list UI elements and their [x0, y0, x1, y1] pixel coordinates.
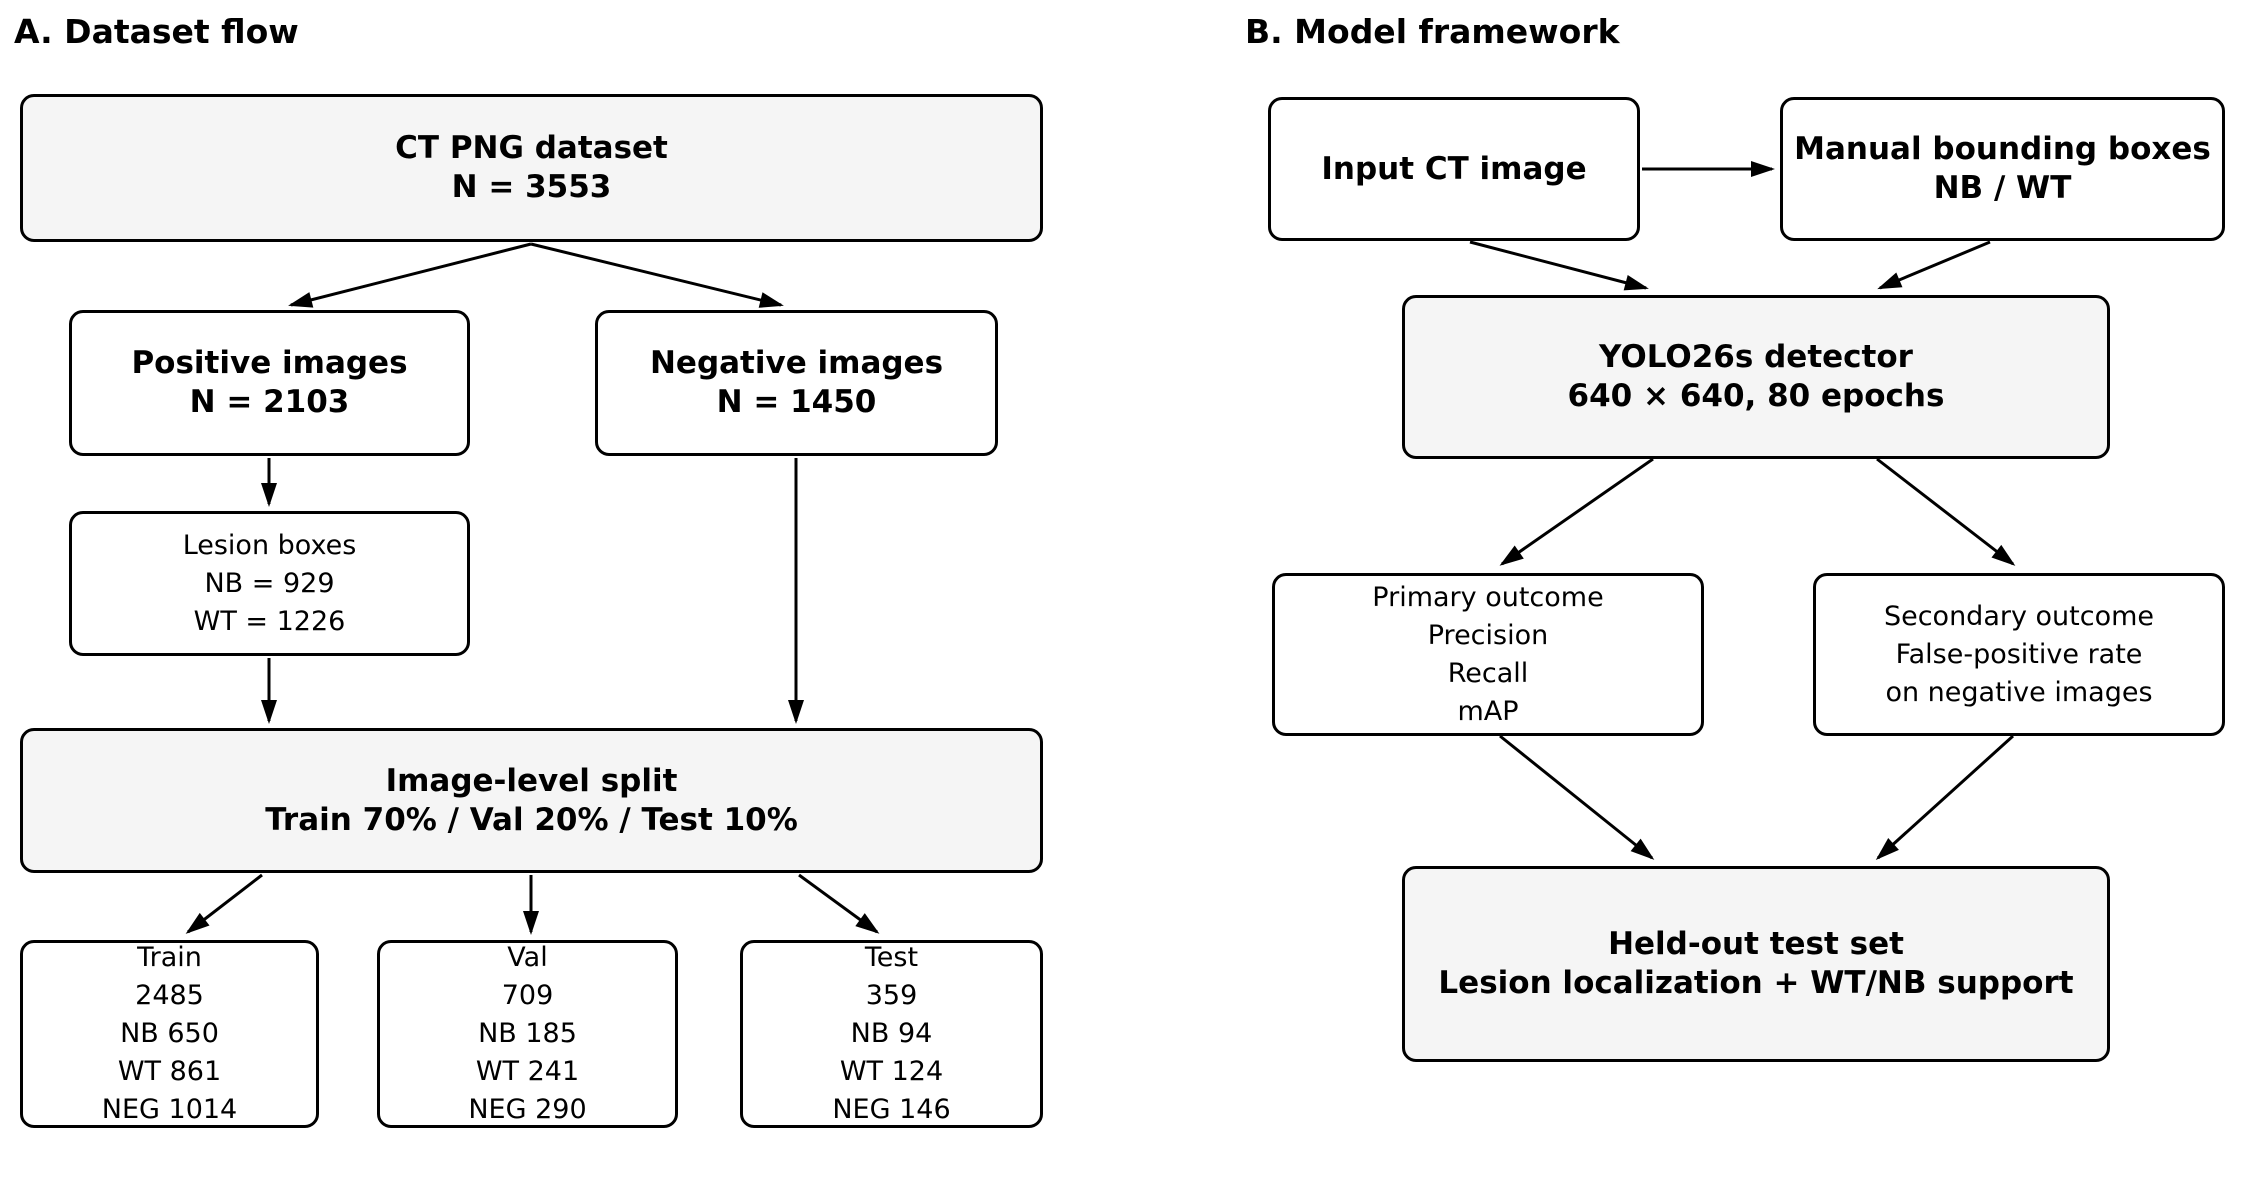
- node-line: NEG 1014: [101, 1094, 238, 1125]
- node-line: Train: [137, 942, 202, 973]
- arrow-primary-to-heldout: [1499, 734, 1655, 860]
- node-line: WT 241: [475, 1056, 580, 1087]
- arrow-manual-to-yolo: [1877, 240, 1991, 290]
- node-manual-bounding-boxes: Manual bounding boxes NB / WT: [1780, 97, 2225, 241]
- node-val-split: Val 709 NB 185 WT 241 NEG 290: [377, 940, 678, 1128]
- node-image-level-split: Image-level split Train 70% / Val 20% / …: [20, 728, 1043, 873]
- node-line: on negative images: [1885, 676, 2153, 708]
- node-line: Held-out test set: [1608, 926, 1904, 962]
- arrow-input-to-yolo: [1469, 240, 1649, 291]
- node-held-out-test-set: Held-out test set Lesion localization + …: [1402, 866, 2110, 1062]
- node-line: 359: [865, 980, 918, 1011]
- node-line: Secondary outcome: [1883, 600, 2155, 632]
- node-line: 2485: [135, 980, 204, 1011]
- arrow-split-to-train: [185, 873, 263, 934]
- arrow-yolo-to-primary: [1499, 457, 1654, 566]
- node-secondary-outcome: Secondary outcome False-positive rate on…: [1813, 573, 2225, 736]
- node-line: Positive images: [131, 345, 408, 381]
- node-line: NEG 290: [468, 1094, 587, 1125]
- node-ct-png-dataset: CT PNG dataset N = 3553: [20, 94, 1043, 242]
- arrow-ct-to-positive: [288, 242, 532, 308]
- node-line: Input CT image: [1321, 150, 1587, 187]
- node-line: WT 861: [117, 1056, 222, 1087]
- node-train-split: Train 2485 NB 650 WT 861 NEG 1014: [20, 940, 319, 1128]
- node-line: NB 185: [478, 1018, 577, 1049]
- node-input-ct-image: Input CT image: [1268, 97, 1640, 241]
- node-line: Lesion localization + WT/NB support: [1438, 965, 2074, 1001]
- node-line: Recall: [1447, 657, 1529, 689]
- node-line: NB 94: [850, 1018, 933, 1049]
- node-line: Precision: [1427, 619, 1549, 651]
- node-line: YOLO26s detector: [1599, 339, 1913, 375]
- panel-a-title: A. Dataset flow: [14, 12, 299, 51]
- node-primary-outcome: Primary outcome Precision Recall mAP: [1272, 573, 1704, 736]
- panel-b-title: B. Model framework: [1245, 12, 1620, 51]
- node-test-split: Test 359 NB 94 WT 124 NEG 146: [740, 940, 1043, 1128]
- node-line: False-positive rate: [1895, 638, 2143, 670]
- node-line: CT PNG dataset: [395, 130, 668, 166]
- node-line: Image-level split: [385, 762, 678, 799]
- node-yolo-detector: YOLO26s detector 640 × 640, 80 epochs: [1402, 295, 2110, 459]
- node-negative-images: Negative images N = 1450: [595, 310, 998, 456]
- node-line: Val: [507, 942, 548, 973]
- node-line: NB / WT: [1933, 170, 2072, 206]
- node-lesion-boxes: Lesion boxes NB = 929 WT = 1226: [69, 511, 470, 656]
- node-line: N = 1450: [716, 384, 877, 420]
- node-line: Negative images: [649, 345, 944, 381]
- node-line: Lesion boxes: [182, 529, 357, 561]
- arrow-secondary-to-heldout: [1875, 734, 2015, 861]
- arrow-ct-to-negative: [530, 242, 784, 308]
- node-line: N = 2103: [189, 384, 350, 420]
- node-line: NEG 146: [832, 1094, 951, 1125]
- node-line: WT 124: [839, 1056, 944, 1087]
- node-line: 709: [501, 980, 554, 1011]
- node-line: Test: [864, 942, 919, 973]
- node-line: NB 650: [120, 1018, 219, 1049]
- node-line: 640 × 640, 80 epochs: [1567, 378, 1945, 414]
- node-positive-images: Positive images N = 2103: [69, 310, 470, 456]
- arrow-split-to-test: [798, 873, 880, 934]
- node-line: NB = 929: [204, 567, 335, 599]
- node-line: Primary outcome: [1372, 581, 1604, 613]
- node-line: mAP: [1457, 695, 1519, 727]
- node-line: WT = 1226: [193, 605, 346, 637]
- node-line: Manual bounding boxes: [1794, 131, 2211, 167]
- arrow-yolo-to-secondary: [1876, 457, 2016, 566]
- node-line: N = 3553: [451, 169, 612, 205]
- node-line: Train 70% / Val 20% / Test 10%: [265, 801, 798, 838]
